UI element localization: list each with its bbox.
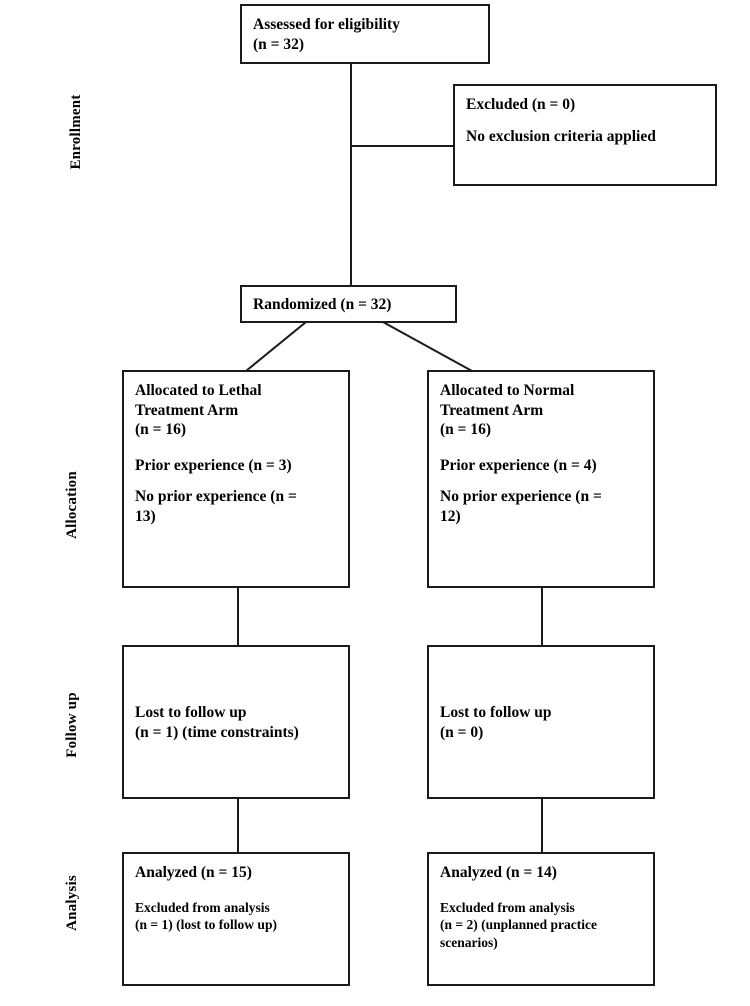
excluded-reason: No exclusion criteria applied: [466, 127, 656, 145]
box-followup-lethal: Lost to follow up (n = 1) (time constrai…: [122, 645, 350, 799]
alloc-left-prior-experience: Prior experience (n = 3): [135, 456, 292, 474]
stage-label-analysis: Analysis: [64, 875, 80, 931]
connector-trunk-to-excluded: [350, 145, 455, 147]
connector-followup-right-to-analysis: [541, 798, 543, 852]
analysis-left-excluded: Excluded from analysis (n = 1) (lost to …: [135, 899, 277, 933]
analysis-right-heading: Analyzed (n = 14): [440, 864, 557, 881]
box-excluded: Excluded (n = 0) No exclusion criteria a…: [453, 84, 717, 186]
box-followup-normal: Lost to follow up (n = 0): [427, 645, 655, 799]
stage-label-enrollment: Enrollment: [68, 94, 84, 170]
box-allocation-lethal: Allocated to Lethal Treatment Arm (n = 1…: [122, 370, 350, 588]
connector-alloc-right-to-followup: [541, 588, 543, 645]
connector-alloc-left-to-followup: [237, 588, 239, 645]
alloc-left-heading: Allocated to Lethal Treatment Arm (n = 1…: [135, 382, 262, 439]
stage-label-allocation: Allocation: [64, 471, 80, 539]
followup-left-text: Lost to follow up (n = 1) (time constrai…: [135, 703, 299, 741]
alloc-right-heading: Allocated to Normal Treatment Arm (n = 1…: [440, 382, 575, 439]
box-analysis-normal: Analyzed (n = 14) Excluded from analysis…: [427, 852, 655, 986]
alloc-left-no-prior-experience: No prior experience (n = 13): [135, 488, 297, 525]
followup-right-text: Lost to follow up (n = 0): [440, 703, 552, 741]
connector-assessed-to-randomized: [350, 62, 352, 285]
alloc-right-no-prior-experience: No prior experience (n = 12): [440, 488, 602, 525]
connector-randomized-split: [245, 322, 473, 372]
alloc-right-prior-experience: Prior experience (n = 4): [440, 456, 597, 474]
assessed-text: Assessed for eligibility: [253, 15, 400, 33]
box-allocation-normal: Allocated to Normal Treatment Arm (n = 1…: [427, 370, 655, 588]
excluded-count: Excluded (n = 0): [466, 96, 576, 113]
analysis-left-heading: Analyzed (n = 15): [135, 864, 252, 881]
box-randomized: Randomized (n = 32): [240, 285, 457, 323]
box-analysis-lethal: Analyzed (n = 15) Excluded from analysis…: [122, 852, 350, 986]
box-assessed-for-eligibility: Assessed for eligibility (n = 32): [240, 4, 490, 64]
stage-label-followup: Follow up: [64, 692, 80, 758]
connector-followup-left-to-analysis: [237, 798, 239, 852]
assessed-count: (n = 32): [253, 35, 305, 53]
randomized-text: Randomized (n = 32): [253, 295, 392, 313]
analysis-right-excluded: Excluded from analysis (n = 2) (unplanne…: [440, 899, 597, 950]
